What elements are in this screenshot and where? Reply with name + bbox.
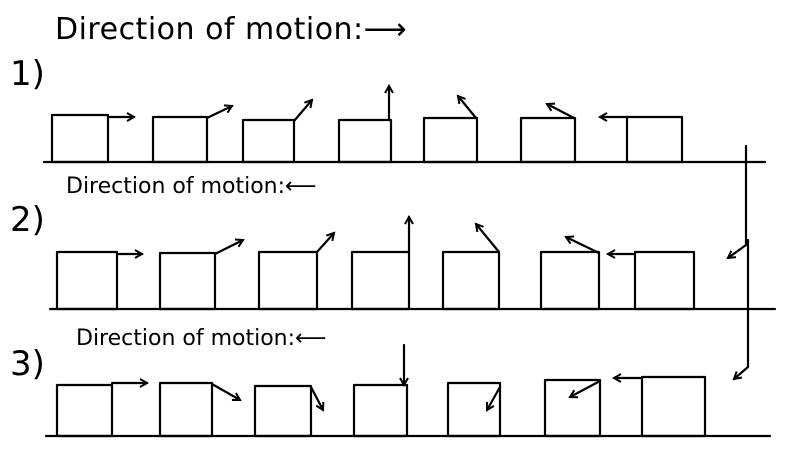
box <box>241 118 296 164</box>
panel-1-caption: Direction of motion:⟶ <box>55 12 407 47</box>
vector-arrow <box>458 96 478 120</box>
direction-arrow: ⟵ <box>285 174 317 199</box>
vector-arrow <box>566 237 601 255</box>
connector-arrow <box>734 238 750 379</box>
vector-arrow <box>210 382 240 402</box>
panel-number-2: 2) <box>10 200 45 240</box>
caption-text: Direction of motion: <box>66 174 286 199</box>
box <box>158 251 217 311</box>
vector-arrow <box>309 385 323 410</box>
vector-arrow <box>476 224 501 254</box>
box <box>55 250 119 311</box>
vector-arrow <box>205 106 232 120</box>
caption-text: Direction of motion: <box>55 12 364 47</box>
box <box>350 250 411 311</box>
box <box>625 115 684 164</box>
vector-arrow <box>547 104 576 120</box>
box <box>441 250 501 311</box>
caption-text: Direction of motion: <box>76 326 296 351</box>
panel-number-3: 3) <box>10 344 45 384</box>
box <box>539 250 601 311</box>
vector-arrow <box>292 100 312 123</box>
box <box>422 116 479 164</box>
box <box>50 113 110 164</box>
panel-3-caption: Direction of motion:⟵ <box>76 326 327 351</box>
panel-2-caption: Direction of motion:⟵ <box>66 174 317 199</box>
box <box>446 381 502 438</box>
box <box>633 250 696 311</box>
box <box>543 378 602 438</box>
connector-arrow <box>728 144 748 258</box>
panel-1-diagram <box>42 86 767 164</box>
panel-number-1: 1) <box>10 54 45 94</box>
vector-arrow <box>570 379 602 397</box>
box <box>257 250 319 311</box>
box <box>337 118 393 164</box>
box <box>151 115 209 164</box>
box <box>640 375 707 438</box>
box <box>158 381 214 438</box>
direction-arrow: ⟶ <box>363 12 408 47</box>
vector-arrow <box>485 385 502 410</box>
vector-arrow <box>213 240 243 256</box>
box <box>352 383 409 438</box>
box <box>55 383 114 438</box>
box <box>519 116 577 164</box>
vector-arrow <box>315 233 334 254</box>
panel-2-diagram <box>48 217 777 311</box>
box <box>253 384 313 438</box>
direction-arrow: ⟵ <box>295 326 327 351</box>
panel-3-diagram <box>44 343 772 438</box>
